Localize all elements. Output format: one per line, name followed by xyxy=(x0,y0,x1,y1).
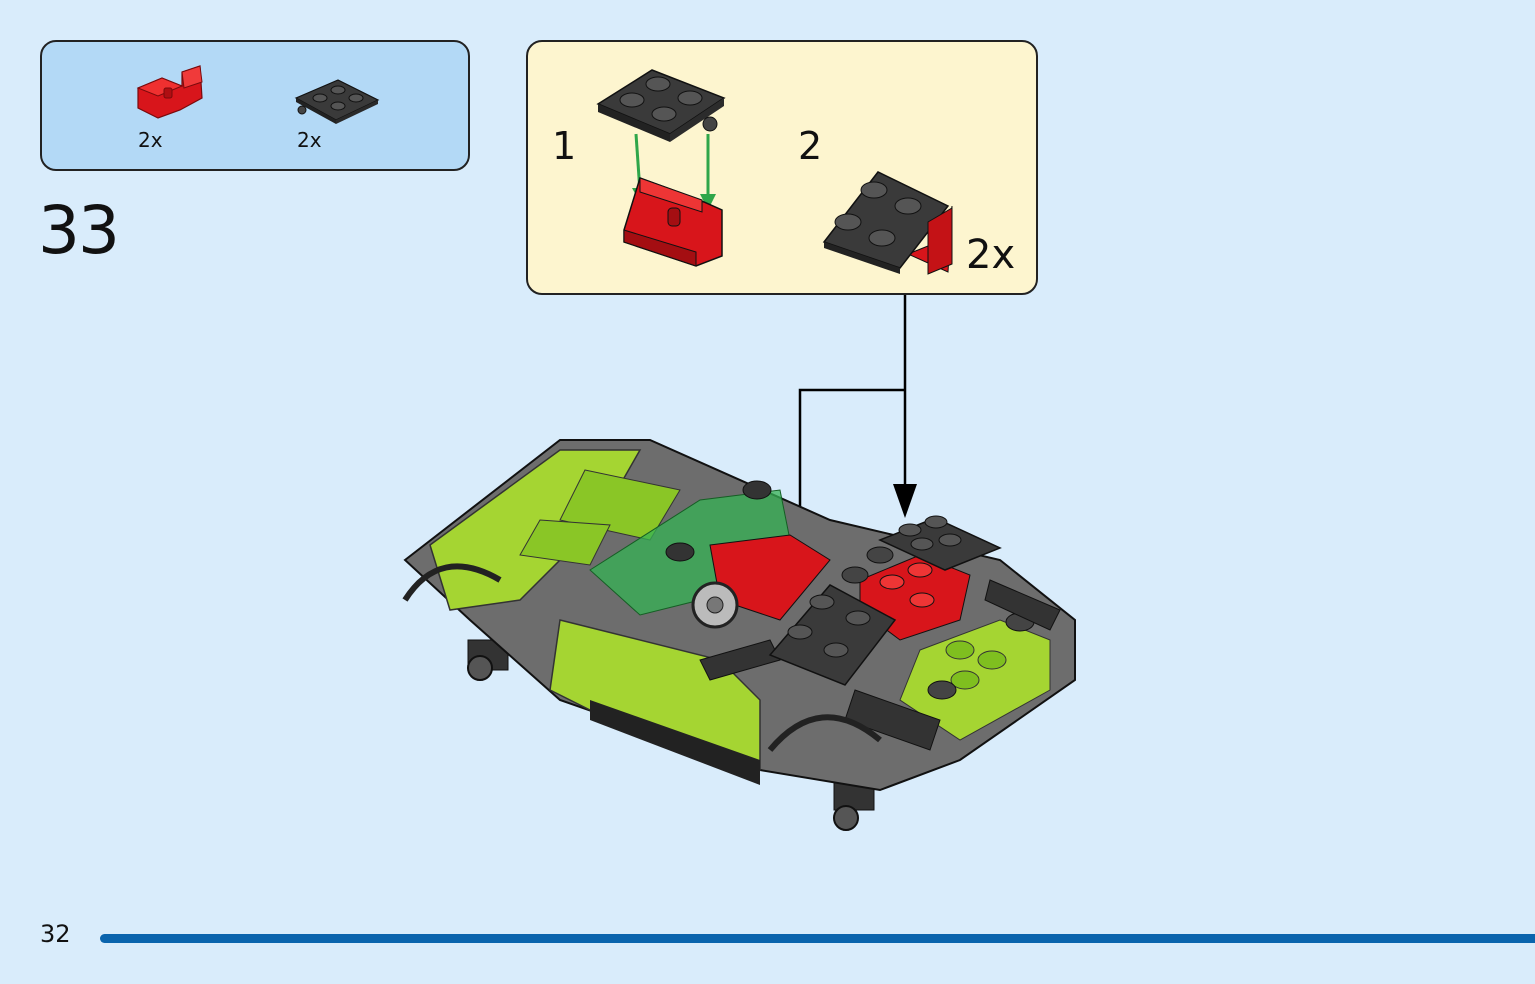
black-plate-2x2-pin-icon xyxy=(294,72,384,126)
step-number: 33 xyxy=(38,192,120,269)
sub-step-number: 1 xyxy=(552,124,577,168)
sub-assembly-multiplier: 2x xyxy=(966,232,1016,278)
sub-assembly-box: 1 2 2x xyxy=(526,40,1038,295)
plate-with-bracket-icon xyxy=(822,171,953,275)
page-number: 32 xyxy=(40,920,71,948)
black-plate-icon xyxy=(768,584,897,686)
black-plate-icon xyxy=(596,69,726,142)
arrow-head-icon xyxy=(893,484,917,518)
parts-list-box: 2x 2x xyxy=(40,40,470,171)
red-bracket-icon xyxy=(623,177,723,267)
part-quantity: 2x xyxy=(138,128,163,152)
black-plate-icon xyxy=(878,515,1002,571)
car-body xyxy=(402,439,1076,792)
sub-assembly-illustration xyxy=(596,69,953,275)
part-quantity: 2x xyxy=(297,128,322,152)
page-progress-bar xyxy=(100,934,1535,943)
red-bracket-icon xyxy=(134,64,204,128)
sub-step-number: 2 xyxy=(798,124,823,168)
